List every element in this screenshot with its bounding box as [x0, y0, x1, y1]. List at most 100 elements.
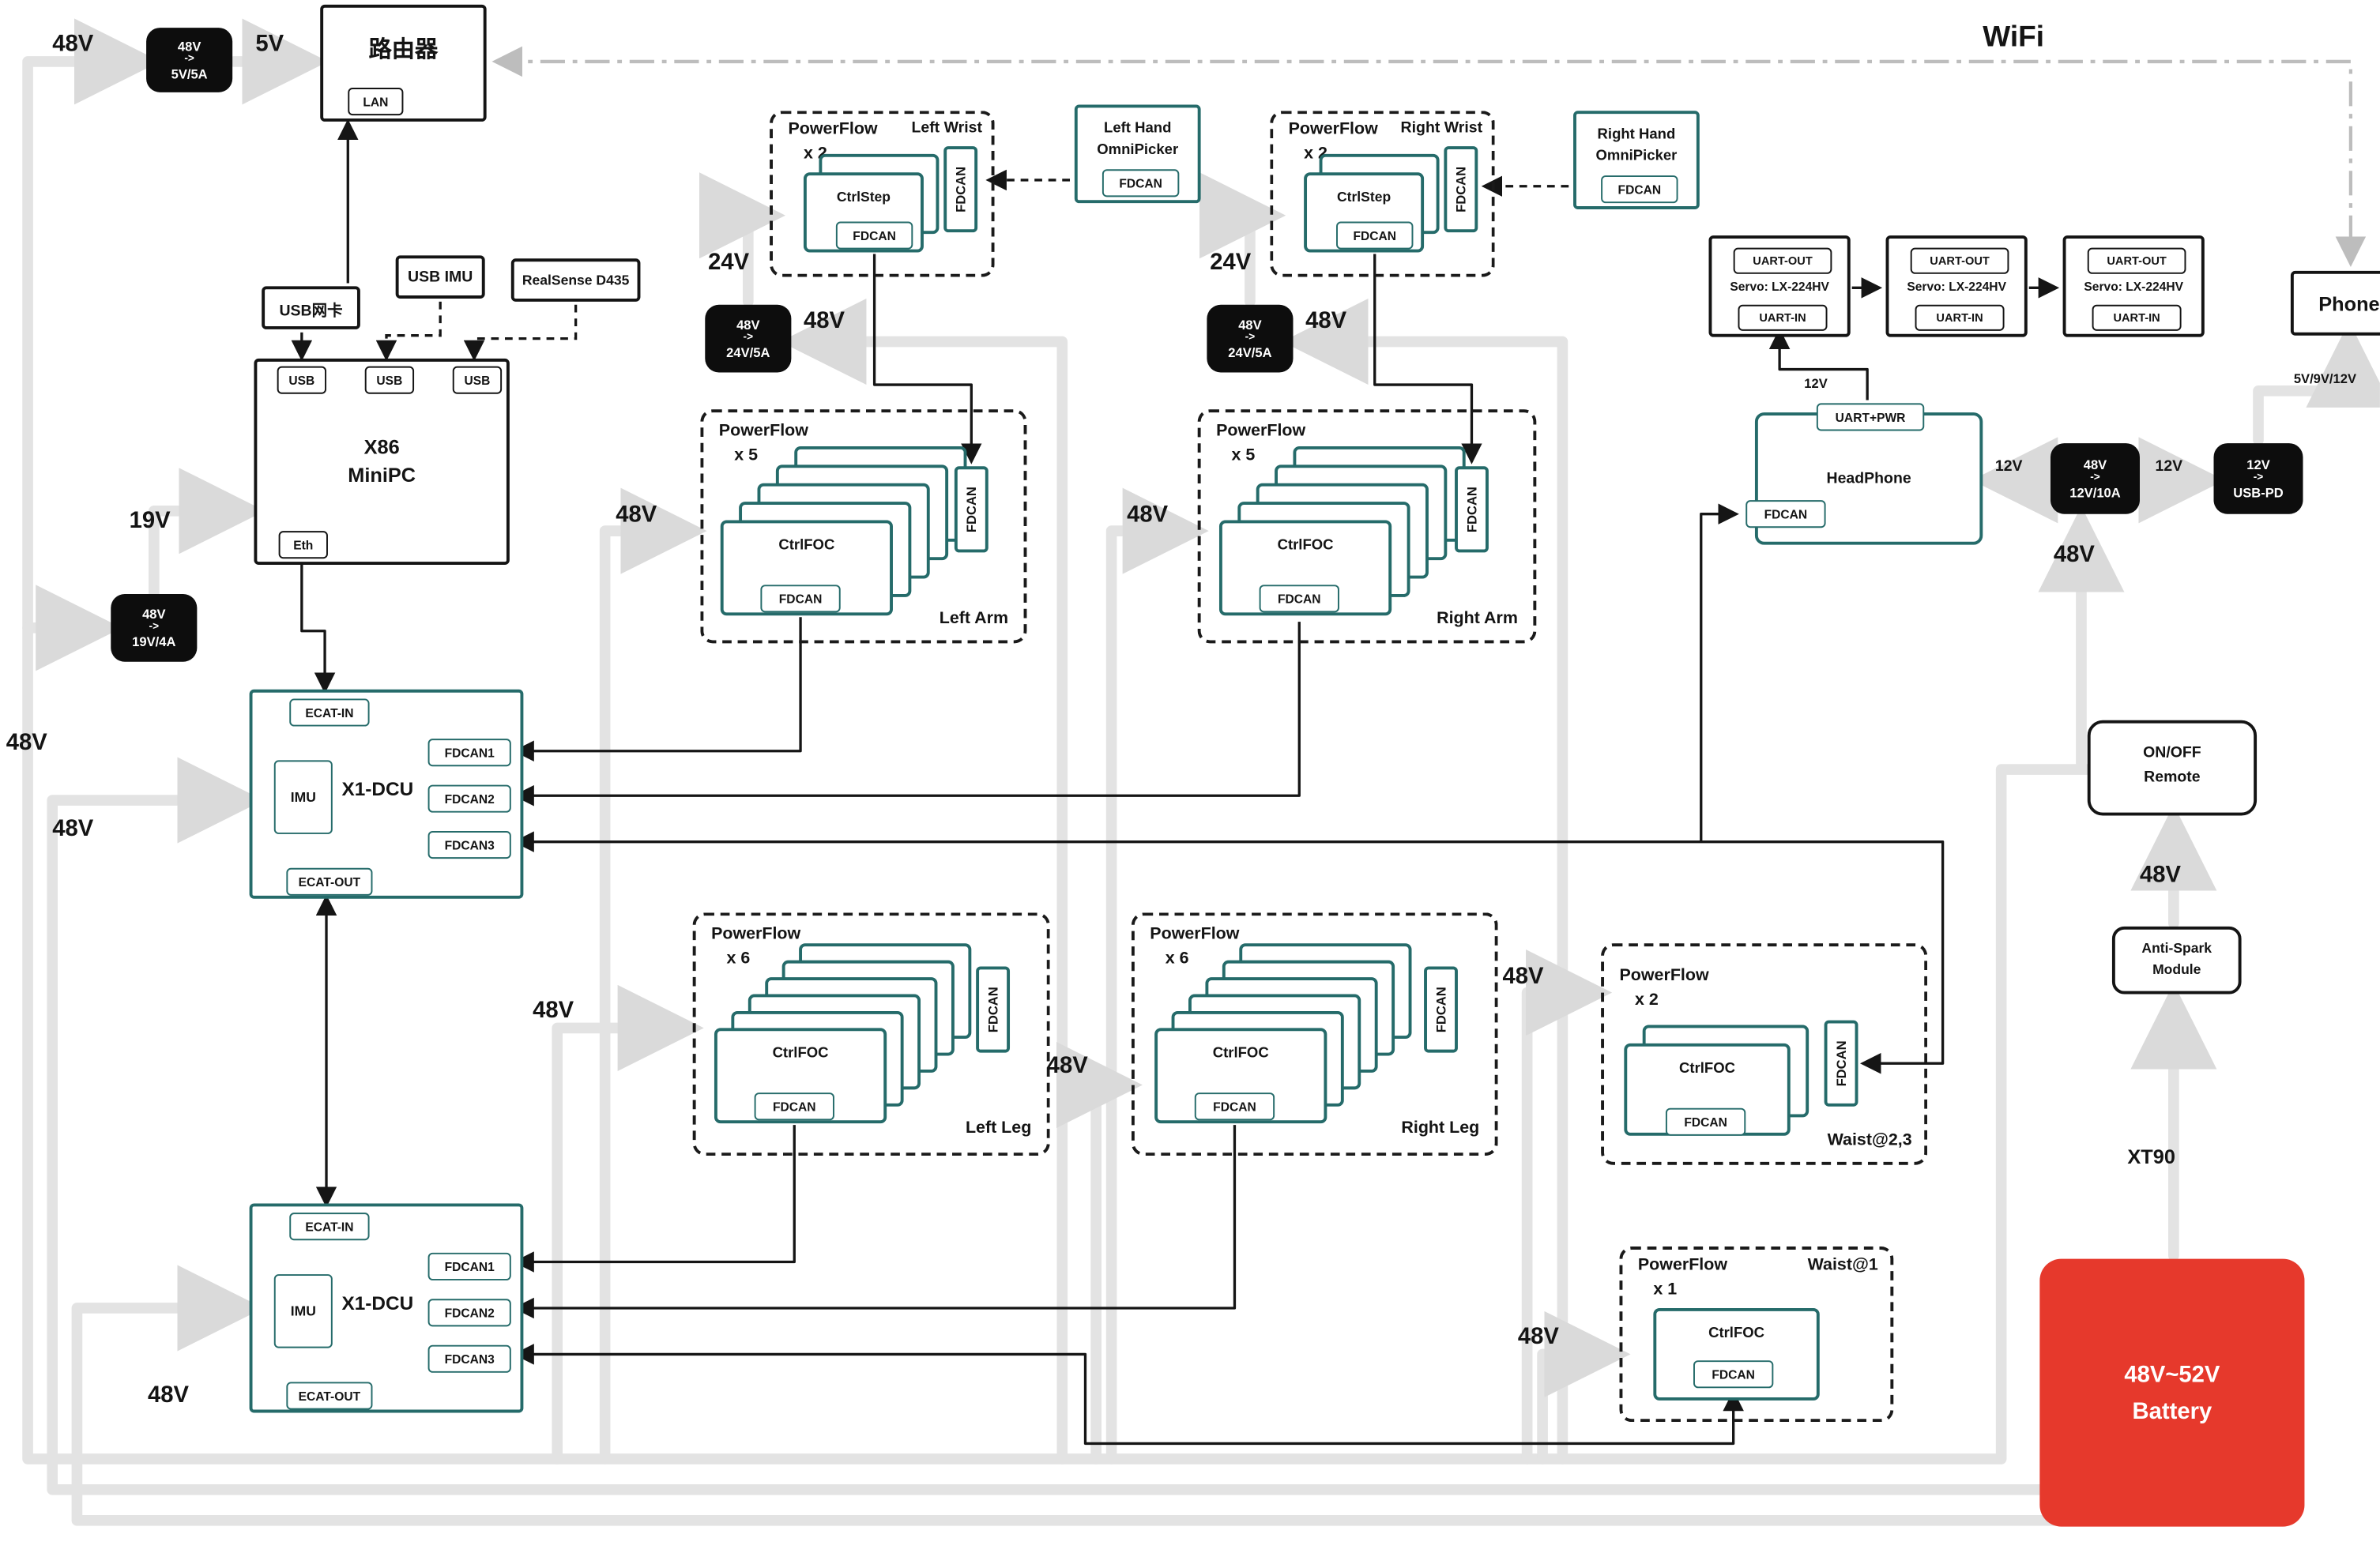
router-title: 路由器	[368, 36, 439, 63]
conv-in: 48V	[1238, 316, 1262, 333]
voltage-label-48v-topleft: 48V	[52, 30, 94, 58]
module-label: CtrlStep	[836, 189, 891, 205]
module-label: CtrlFOC	[1212, 1044, 1269, 1062]
converter-12v-usbpd: 12V -> USB-PD	[2213, 443, 2303, 514]
voltage-label-phone: 5V/9V/12V	[2293, 370, 2356, 386]
conv-out: 12V/10A	[2069, 485, 2121, 501]
powerflow-count: x 1	[1653, 1280, 1678, 1299]
module-label: CtrlFOC	[778, 536, 835, 555]
servo-name: Servo: LX-224HV	[2084, 280, 2184, 295]
powerflow-title: PowerFlow	[718, 421, 808, 441]
antispark-line2: Module	[2152, 961, 2201, 978]
powerflow-waist23: PowerFlow x 2 Waist@2,3 CtrlFOC FDCAN FD…	[1601, 943, 1928, 1165]
voltage-label-24v-right: 24V	[1210, 249, 1252, 276]
remote-line2: Remote	[2144, 769, 2201, 787]
powerflow-name: Left Leg	[965, 1119, 1032, 1137]
fdcan-port: FDCAN	[835, 221, 913, 250]
converter-48v-24v-right: 48V -> 24V/5A	[1207, 304, 1294, 373]
powerflow-name: Waist@2,3	[1827, 1130, 1912, 1150]
router: 路由器 LAN	[320, 4, 487, 122]
fdcan-side-port: FDCAN	[1424, 966, 1458, 1053]
module-label: CtrlFOC	[772, 1044, 829, 1062]
phone-box: Phone	[2290, 270, 2380, 336]
powerflow-name: Waist@1	[1807, 1255, 1878, 1275]
fdcan-port: FDCAN	[760, 585, 841, 613]
voltage-label-48v-legl: 48V	[533, 997, 574, 1024]
wifi-link-line	[491, 46, 2367, 267]
remote-line1: ON/OFF	[2143, 744, 2201, 762]
voltage-label-48v-legr: 48V	[1046, 1052, 1088, 1079]
group-border	[692, 912, 1050, 1156]
voltage-label-48v-conv12: 48V	[2053, 541, 2095, 568]
usb-port-2: USB	[364, 366, 415, 394]
usb-port-3: USB	[452, 366, 503, 394]
fdcan-side-port: FDCAN	[976, 966, 1011, 1053]
conv-arrow: ->	[149, 621, 160, 633]
ctrlfoc-module: CtrlFOC	[720, 520, 893, 616]
powerflow-name: Right Leg	[1401, 1119, 1480, 1137]
voltage-label-48v-leftedge: 48V	[6, 729, 47, 756]
powerflow-right-wrist: PowerFlow x 2 Right Wrist CtrlStep FDCAN…	[1270, 111, 1495, 277]
powerflow-right-arm: PowerFlow x 5 Right Arm CtrlFOC FDCAN FD…	[1197, 409, 1537, 644]
conv-in: 48V	[736, 316, 760, 333]
voltage-label-12v-hpleft: 12V	[1994, 458, 2023, 476]
fdcan2-port: FDCAN2	[427, 784, 511, 813]
powerflow-name: Right Arm	[1437, 609, 1518, 628]
servo-name: Servo: LX-224HV	[1907, 280, 2006, 295]
antispark-line1: Anti-Spark	[2141, 940, 2212, 956]
fdcan-port: FDCAN	[1693, 1360, 1774, 1389]
voltage-label-24v-left: 24V	[708, 249, 750, 276]
voltage-label-12v-servo: 12V	[1804, 375, 1828, 391]
conv-arrow: ->	[184, 53, 194, 65]
group-border	[1601, 943, 1928, 1165]
group-border	[1131, 912, 1498, 1156]
conv-arrow: ->	[2090, 472, 2100, 483]
fdcan-port: FDCAN	[754, 1092, 834, 1121]
voltage-label-48v-wristl: 48V	[803, 307, 845, 334]
uart-out-port: UART-OUT	[1910, 247, 2009, 274]
powerflow-name: Left Arm	[939, 609, 1009, 628]
converter-48v-19v: 48V -> 19V/4A	[111, 594, 198, 662]
voltage-label-48v-dcu2: 48V	[148, 1382, 190, 1408]
fdcan3-port: FDCAN3	[427, 1344, 511, 1373]
usb-imu-box: USB IMU	[395, 255, 485, 299]
group-border	[1197, 409, 1537, 644]
conv-in: 48V	[142, 605, 166, 622]
hand-line1: Left Hand	[1104, 119, 1172, 137]
fdcan1-port: FDCAN1	[427, 1252, 511, 1280]
conv-out: 24V/5A	[726, 344, 770, 361]
powerflow-count: x 6	[1165, 949, 1189, 968]
headphone-box: UART+PWR HeadPhone FDCAN	[1745, 403, 1983, 545]
fdcan-port: FDCAN	[1194, 1092, 1275, 1121]
powerflow-title: PowerFlow	[1150, 924, 1240, 944]
fdcan-port: FDCAN	[1102, 169, 1180, 197]
powerflow-title: PowerFlow	[788, 119, 878, 139]
voltage-label-48v-arml: 48V	[616, 502, 657, 528]
imu-module: IMU	[273, 760, 333, 834]
group-border	[770, 111, 995, 277]
powerflow-count: x 2	[1634, 991, 1659, 1010]
left-hand-omnipicker: Left Hand OmniPicker FDCAN	[1074, 104, 1201, 204]
voltage-label-48v-remote: 48V	[2139, 861, 2182, 889]
imu-module: IMU	[273, 1274, 333, 1348]
voltage-label-48v-waist1: 48V	[1517, 1323, 1559, 1350]
fdcan-port: FDCAN	[1259, 585, 1339, 613]
uart-in-port: UART-IN	[2092, 304, 2182, 331]
uart-out-port: UART-OUT	[1733, 247, 1832, 274]
powerflow-left-leg: PowerFlow x 6 Left Leg CtrlFOC FDCAN FDC…	[692, 912, 1050, 1156]
dcu-lower: ECAT-IN IMU X1-DCU FDCAN1 FDCAN2 FDCAN3 …	[249, 1203, 524, 1413]
servo-box-2: UART-OUT Servo: LX-224HV UART-IN	[1885, 235, 2028, 337]
realsense-box: RealSense D435	[510, 258, 641, 302]
fdcan-port: FDCAN	[1745, 500, 1826, 528]
uart-pwr-port: UART+PWR	[1816, 403, 1925, 431]
ecat-out-port: ECAT-OUT	[286, 1382, 373, 1410]
conv-out: 24V/5A	[1228, 344, 1272, 361]
conv-in: 12V	[2246, 456, 2270, 472]
right-hand-omnipicker: Right Hand OmniPicker FDCAN	[1573, 111, 1700, 209]
fdcan-port: FDCAN	[1665, 1107, 1746, 1136]
lan-port: LAN	[348, 88, 404, 116]
hand-line1: Right Hand	[1597, 126, 1676, 144]
powerflow-waist1: PowerFlow x 1 Waist@1 CtrlFOC FDCAN	[1619, 1247, 1894, 1423]
fdcan-side-port: FDCAN	[1455, 466, 1489, 553]
